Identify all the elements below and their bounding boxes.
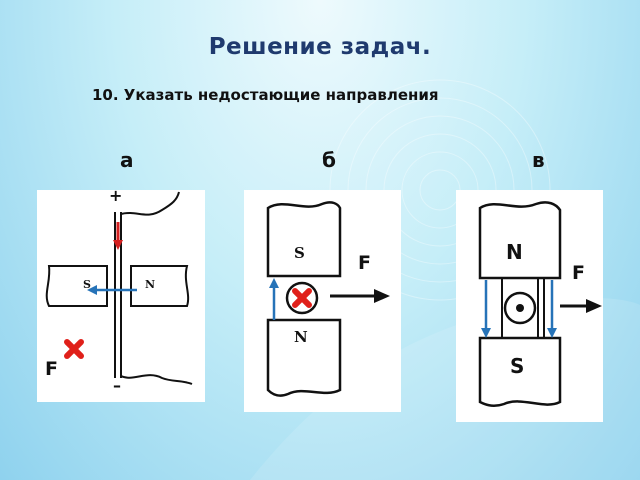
minus-terminal: – xyxy=(113,376,121,395)
magnet-south-b xyxy=(266,201,342,278)
pole-label-south: S xyxy=(83,278,91,291)
field-lines xyxy=(501,278,545,338)
pole-label-north: N xyxy=(506,240,523,264)
page-title: Решение задач. xyxy=(208,34,432,60)
column-label-a: а xyxy=(120,148,134,172)
force-label-c: F xyxy=(572,262,585,284)
column-label-b: б xyxy=(322,148,336,172)
lead-bottom xyxy=(120,374,193,385)
diagram-panel-b: S N F xyxy=(244,190,401,412)
cross-mark-icon xyxy=(64,339,84,359)
task-subtitle: 10. Указать недостающие направления xyxy=(92,86,439,104)
lead-top xyxy=(120,191,180,216)
magnet-north-b xyxy=(266,318,342,397)
pole-label-south: S xyxy=(294,244,305,262)
pole-label-north: N xyxy=(145,278,156,291)
plus-terminal: + xyxy=(109,186,123,205)
conductor-wire xyxy=(114,212,122,378)
cross-mark-icon xyxy=(292,288,312,308)
magnet-south-a xyxy=(45,265,108,307)
diagram-panel-c: N S F xyxy=(456,190,603,422)
pole-label-north: N xyxy=(294,328,308,346)
magnet-south-c xyxy=(478,336,562,407)
pole-label-south: S xyxy=(510,354,525,378)
force-label-b: F xyxy=(358,252,371,274)
diagram-panel-a: + – S N F xyxy=(37,186,205,402)
column-label-c: в xyxy=(532,148,545,172)
magnet-north-c xyxy=(478,201,562,280)
magnet-north-a xyxy=(130,265,190,307)
force-label-a: F xyxy=(45,358,58,380)
